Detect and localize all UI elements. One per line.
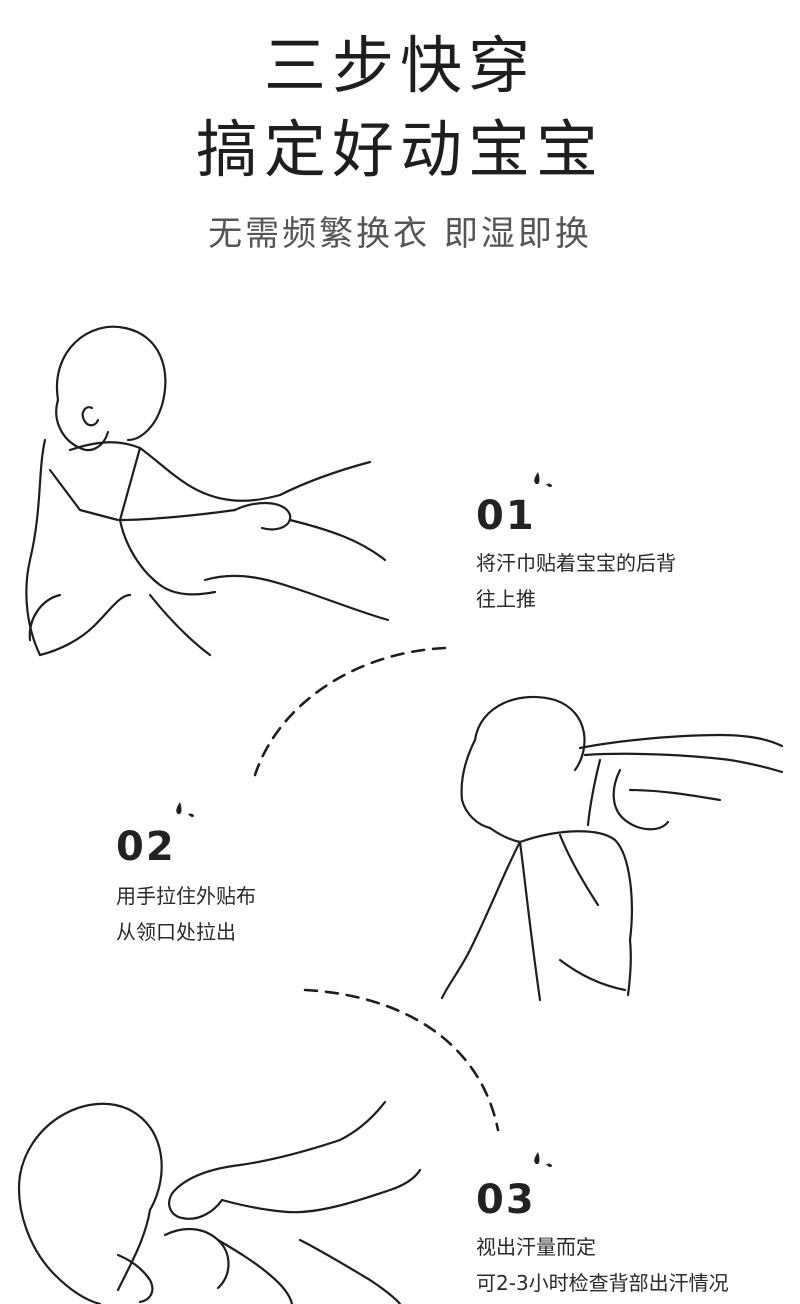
step-1-line-2: 往上推	[476, 587, 536, 611]
step-3-line-2: 可2-3小时检查背部出汗情况	[476, 1271, 729, 1295]
title-line-2: 搞定好动宝宝	[195, 113, 604, 186]
dashed-connector-1-2	[253, 646, 447, 777]
subtitle: 无需频繁换衣 即湿即换	[208, 214, 592, 254]
step-3-number: 03	[476, 1177, 536, 1223]
sweat-drop-icon	[534, 472, 552, 488]
title-line-1: 三步快穿	[263, 29, 536, 102]
baby-illustration-step-2	[440, 695, 784, 1002]
step-3-line-1: 视出汗量而定	[476, 1235, 596, 1259]
step-2-line-1: 用手拉住外贴布	[116, 884, 256, 908]
baby-illustration-step-3	[18, 1100, 422, 1304]
step-2-number: 02	[116, 824, 176, 870]
sweat-drop-icon	[534, 1152, 552, 1168]
sweat-drop-icon	[176, 802, 194, 818]
step-2: 02 用手拉住外贴布 从领口处拉出	[116, 824, 416, 950]
step-1: 01 将汗巾贴着宝宝的后背 往上推	[476, 493, 776, 617]
step-1-number: 01	[476, 493, 536, 539]
baby-illustration-step-1	[25, 325, 390, 657]
dashed-connector-2-3	[303, 988, 500, 1132]
step-3: 03 视出汗量而定 可2-3小时检查背部出汗情况	[476, 1177, 796, 1301]
step-1-line-1: 将汗巾贴着宝宝的后背	[476, 551, 676, 575]
step-2-line-2: 从领口处拉出	[116, 920, 236, 944]
